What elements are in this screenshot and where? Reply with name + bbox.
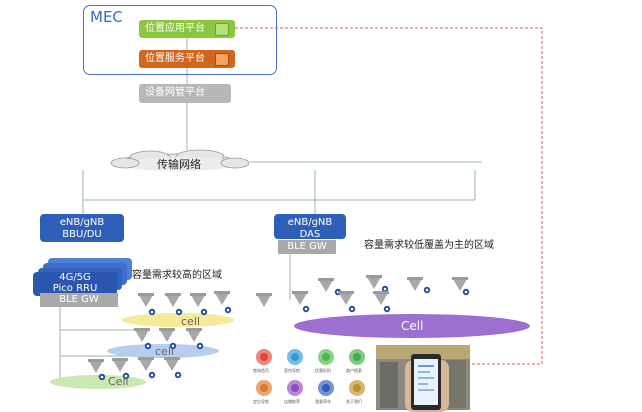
bbu-line-2: BBU/DU [62, 229, 102, 240]
smartphone-photo [376, 345, 470, 412]
app-icon-5[interactable] [287, 380, 303, 396]
app-icon-grid: 商场首页 室内导航 优惠折扣 商户搜索 定位导航 店铺推荐 我要停车 关于我们 [250, 346, 374, 410]
app-icon-2[interactable] [318, 349, 334, 365]
app-label-2: 优惠折扣 [315, 368, 331, 373]
high-capacity-area-label: 容量需求较高的区域 [132, 270, 222, 281]
app-icon-7[interactable] [349, 380, 365, 396]
cell-area-green [50, 375, 146, 389]
network-cloud [110, 149, 250, 171]
rru-line-1: 4G/5G [59, 272, 91, 283]
mec-box [83, 5, 277, 75]
network-label: 传输网络 [157, 158, 201, 171]
app-icon-0[interactable] [256, 349, 272, 365]
right-cell-label: Cell [401, 319, 424, 333]
cell-area-purple [294, 314, 530, 338]
location-app-platform-label: 位置应用平台 [145, 23, 205, 34]
location-app-platform: 位置应用平台 [139, 20, 235, 38]
device-management-platform: 设备网管平台 [139, 84, 231, 103]
app-label-5: 店铺推荐 [284, 399, 300, 404]
service-window-icon [215, 53, 229, 66]
mec-to-app-dashed-link [235, 27, 543, 365]
right-ble-gateway: BLE GW [278, 240, 336, 254]
cell-label-1: cell [181, 315, 200, 328]
bbu-line-1: eNB/gNB [59, 217, 105, 228]
low-capacity-area-label: 容量需求较低覆盖为主的区域 [364, 240, 494, 251]
left-ble-gateway: BLE GW [40, 293, 118, 307]
cell-area-blue [107, 344, 219, 358]
pico-rru-node: 4G/5G Pico RRU [33, 272, 117, 296]
app-icon-4[interactable] [256, 380, 272, 396]
das-line-2: DAS [299, 229, 321, 240]
cell-area-yellow [122, 313, 234, 327]
cell-label-3: Cell [108, 375, 129, 388]
app-window-icon [215, 23, 229, 36]
app-label-0: 商场首页 [253, 368, 269, 373]
location-service-platform: 位置服务平台 [139, 50, 235, 68]
app-label-6: 我要停车 [315, 399, 331, 404]
cell-label-2: cell [155, 345, 174, 358]
app-icon-6[interactable] [318, 380, 334, 396]
app-label-7: 关于我们 [346, 399, 362, 404]
device-management-platform-label: 设备网管平台 [145, 87, 205, 98]
app-icon-3[interactable] [349, 349, 365, 365]
das-node: eNB/gNB DAS [274, 214, 346, 240]
app-label-4: 定位导航 [253, 399, 269, 404]
location-service-platform-label: 位置服务平台 [145, 53, 205, 64]
app-label-3: 商户搜索 [346, 368, 362, 373]
right-access-points [256, 275, 470, 313]
rru-line-2: Pico RRU [52, 283, 98, 294]
app-icon-1[interactable] [287, 349, 303, 365]
mec-title: MEC [90, 8, 123, 26]
app-label-1: 室内导航 [284, 368, 300, 373]
bbu-node: eNB/gNB BBU/DU [40, 214, 124, 242]
das-line-1: eNB/gNB [287, 217, 333, 228]
